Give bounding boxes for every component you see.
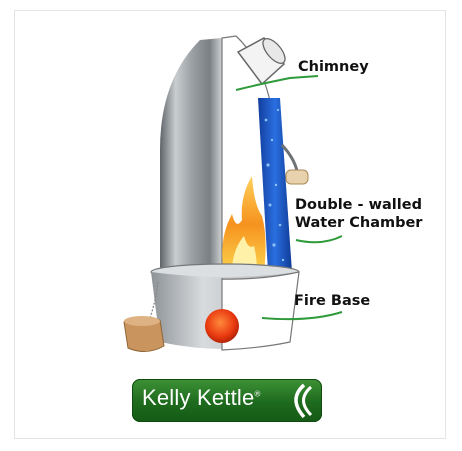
chimney-spout (236, 37, 286, 86)
flame (222, 176, 266, 272)
chimney-label: Chimney (298, 59, 369, 75)
logo-text: Kelly Kettle® (142, 385, 261, 410)
cork-stopper (123, 281, 165, 352)
kettle-steel-body (160, 38, 222, 272)
water-chamber-label: Double - walled Water Chamber (295, 196, 422, 232)
fire-base-label: Fire Base (294, 293, 371, 309)
kettle-handle (280, 143, 309, 185)
logo-steam-swoosh-icon (294, 383, 313, 419)
kelly-kettle-logo: Kelly Kettle® (132, 379, 322, 422)
water-chamber-leader-line (295, 235, 343, 244)
fire-base-bowl (150, 263, 300, 351)
fire-base-leader-line (261, 311, 343, 321)
water-bubbles (264, 108, 285, 262)
chimney-leader-line (235, 75, 319, 91)
leader-lines (235, 75, 343, 321)
fire-base-hot-spot (205, 309, 239, 343)
water-chamber-label-line2: Water Chamber (295, 215, 423, 231)
water-chamber-label-line1: Double - walled (295, 197, 422, 213)
